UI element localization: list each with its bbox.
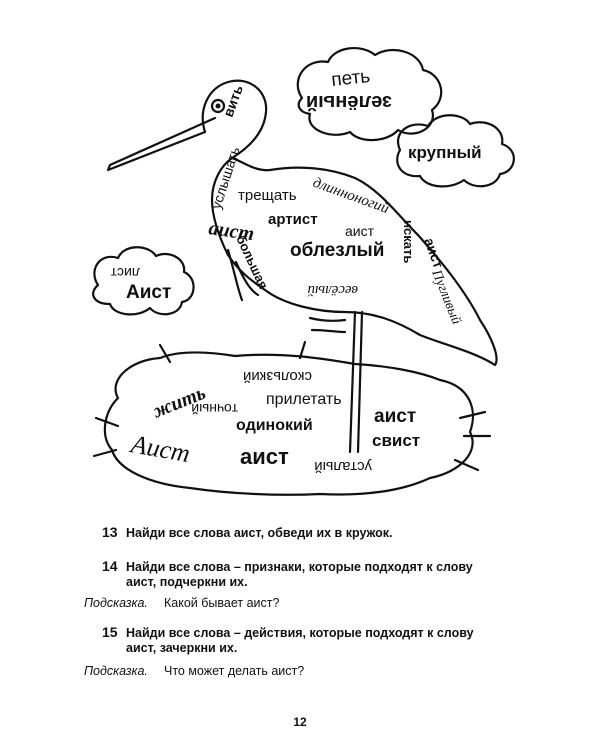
- word-list: лист: [110, 265, 140, 281]
- word-aist-script-nest: Аист: [127, 429, 192, 468]
- word-vit: вить: [220, 82, 246, 119]
- page-number: 12: [293, 715, 307, 729]
- stork-word-puzzle-illustration: петь зелёный крупный вить услышать треща…: [92, 47, 515, 496]
- word-puglivyi: Пугливый: [428, 267, 464, 327]
- word-aist-body-right: аист: [421, 236, 447, 271]
- word-pet: петь: [330, 66, 371, 91]
- word-ustalyi: усталый: [314, 458, 372, 475]
- stork-beak: [106, 116, 217, 172]
- word-aist-body-small: аист: [345, 223, 375, 239]
- word-oblezlyi: облезлый: [290, 240, 384, 261]
- word-zelenyi: зелёный: [306, 91, 392, 113]
- word-aist-cloud-left: Аист: [126, 282, 171, 303]
- nest-twigs: [92, 340, 492, 472]
- task-number: 14: [102, 558, 118, 574]
- hint-label: Подсказка.: [84, 596, 148, 610]
- word-krupnyi: крупный: [408, 143, 482, 162]
- word-tochnyi: точный: [191, 401, 238, 417]
- cloud-left: [92, 246, 195, 316]
- hint-14: Подсказка. Какой бывает аист?: [84, 596, 484, 612]
- nest: [103, 351, 474, 496]
- task-text: Найди все слова аист, обведи их в кружок…: [126, 526, 393, 540]
- stork-legs: [308, 310, 364, 454]
- cloud-right: [396, 114, 515, 188]
- word-skolzkiy: скользкий: [243, 368, 312, 385]
- word-aist-nest-right: аист: [374, 406, 416, 427]
- word-iskat: искать: [401, 220, 416, 263]
- task-number: 13: [102, 524, 118, 540]
- word-odinokiy: одинокий: [236, 417, 313, 434]
- word-treshchat: трещать: [238, 187, 297, 204]
- word-veselyi: весёлый: [307, 282, 358, 298]
- hint-label: Подсказка.: [84, 664, 148, 678]
- word-priletat: прилетать: [266, 391, 342, 408]
- hint-text: Какой бывает аист?: [164, 596, 280, 610]
- word-aist-nest-bold: аист: [240, 444, 289, 469]
- stork-tail: [226, 248, 260, 302]
- word-svist: свист: [372, 431, 420, 450]
- task-number: 15: [102, 624, 118, 640]
- hint-15: Подсказка. Что может делать аист?: [84, 664, 484, 680]
- task-text: Найди все слова – действия, которые подх…: [126, 626, 474, 655]
- cloud-top-right: [296, 47, 443, 142]
- hint-text: Что может делать аист?: [164, 664, 305, 678]
- task-text: Найди все слова – признаки, которые подх…: [126, 560, 473, 589]
- word-artist: артист: [268, 211, 318, 228]
